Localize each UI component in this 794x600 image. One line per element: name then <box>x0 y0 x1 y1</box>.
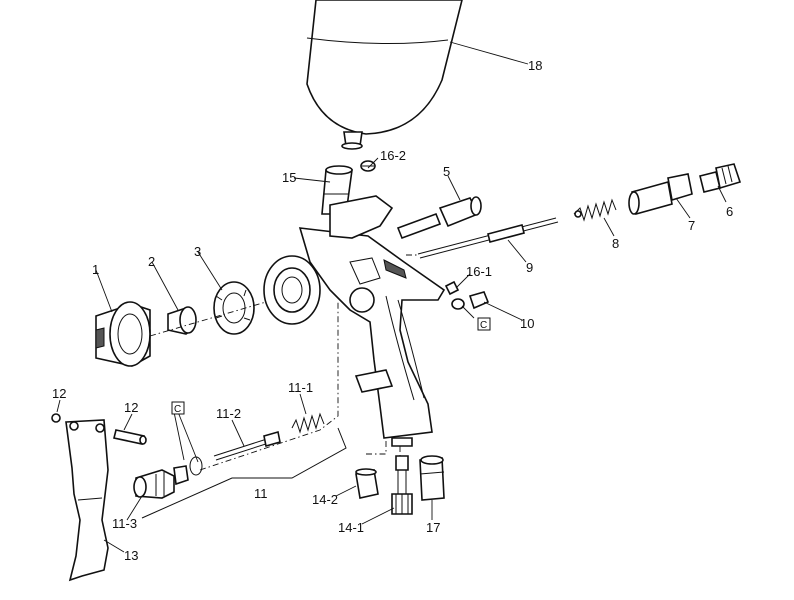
kit-marker-label: C <box>480 320 487 331</box>
adjusting-knob <box>699 163 742 193</box>
callout-12-pin: 12 <box>124 400 138 415</box>
gun-body <box>263 195 446 447</box>
air-cap <box>95 301 151 367</box>
callout-13: 13 <box>124 548 138 563</box>
air-connector <box>419 455 445 501</box>
kit-marker-label: C <box>174 404 181 415</box>
needle-spring <box>573 198 617 222</box>
callout-11-2: 11-2 <box>216 406 241 421</box>
group-11-bracket <box>141 427 347 519</box>
leader-lines <box>56 41 727 553</box>
callout-1: 1 <box>92 262 99 277</box>
callout-11-3: 11-3 <box>112 516 137 531</box>
callout-14-2: 14-2 <box>312 492 338 507</box>
callout-8: 8 <box>612 236 619 251</box>
small-screw <box>444 280 460 296</box>
fluid-nozzle <box>167 306 197 335</box>
air-inlet-fitting <box>355 468 379 499</box>
callout-17: 17 <box>426 520 440 535</box>
assembly-axis <box>366 440 387 455</box>
air-valve-spring <box>291 412 325 434</box>
trigger-screw <box>51 413 61 423</box>
fluid-needle <box>417 217 559 259</box>
air-valve-housing <box>133 456 203 499</box>
callout-15: 15 <box>282 170 296 185</box>
cup-filter <box>360 160 376 172</box>
callout-12-screw: 12 <box>52 386 66 401</box>
callout-3: 3 <box>194 244 201 259</box>
callout-labels: 1 2 3 5 6 7 8 9 10 11 11-1 11-2 11-3 12 … <box>52 58 733 563</box>
air-valve-fitting <box>451 291 490 310</box>
callout-11: 11 <box>254 486 268 501</box>
fluid-adjuster <box>628 173 693 216</box>
callout-10: 10 <box>520 316 534 331</box>
callout-16-2: 16-2 <box>380 148 406 163</box>
callout-2: 2 <box>148 254 155 269</box>
callout-18: 18 <box>528 58 542 73</box>
callout-7: 7 <box>688 218 695 233</box>
assembly-axis <box>199 300 339 471</box>
callout-6: 6 <box>726 204 733 219</box>
retaining-ring <box>213 281 255 335</box>
callout-11-1: 11-1 <box>288 380 313 395</box>
trigger-pin <box>113 429 147 445</box>
callout-5: 5 <box>443 164 450 179</box>
trigger <box>65 419 109 582</box>
kit-marker: C <box>477 317 491 331</box>
callout-14-1: 14-1 <box>338 520 364 535</box>
kit-marker: C <box>171 401 185 415</box>
air-valve-stem <box>213 430 281 461</box>
paint-cup <box>306 0 463 150</box>
air-adjustment-valve <box>391 455 413 515</box>
callout-16-1: 16-1 <box>466 264 492 279</box>
spreader-valve <box>396 196 482 240</box>
callout-9: 9 <box>526 260 533 275</box>
